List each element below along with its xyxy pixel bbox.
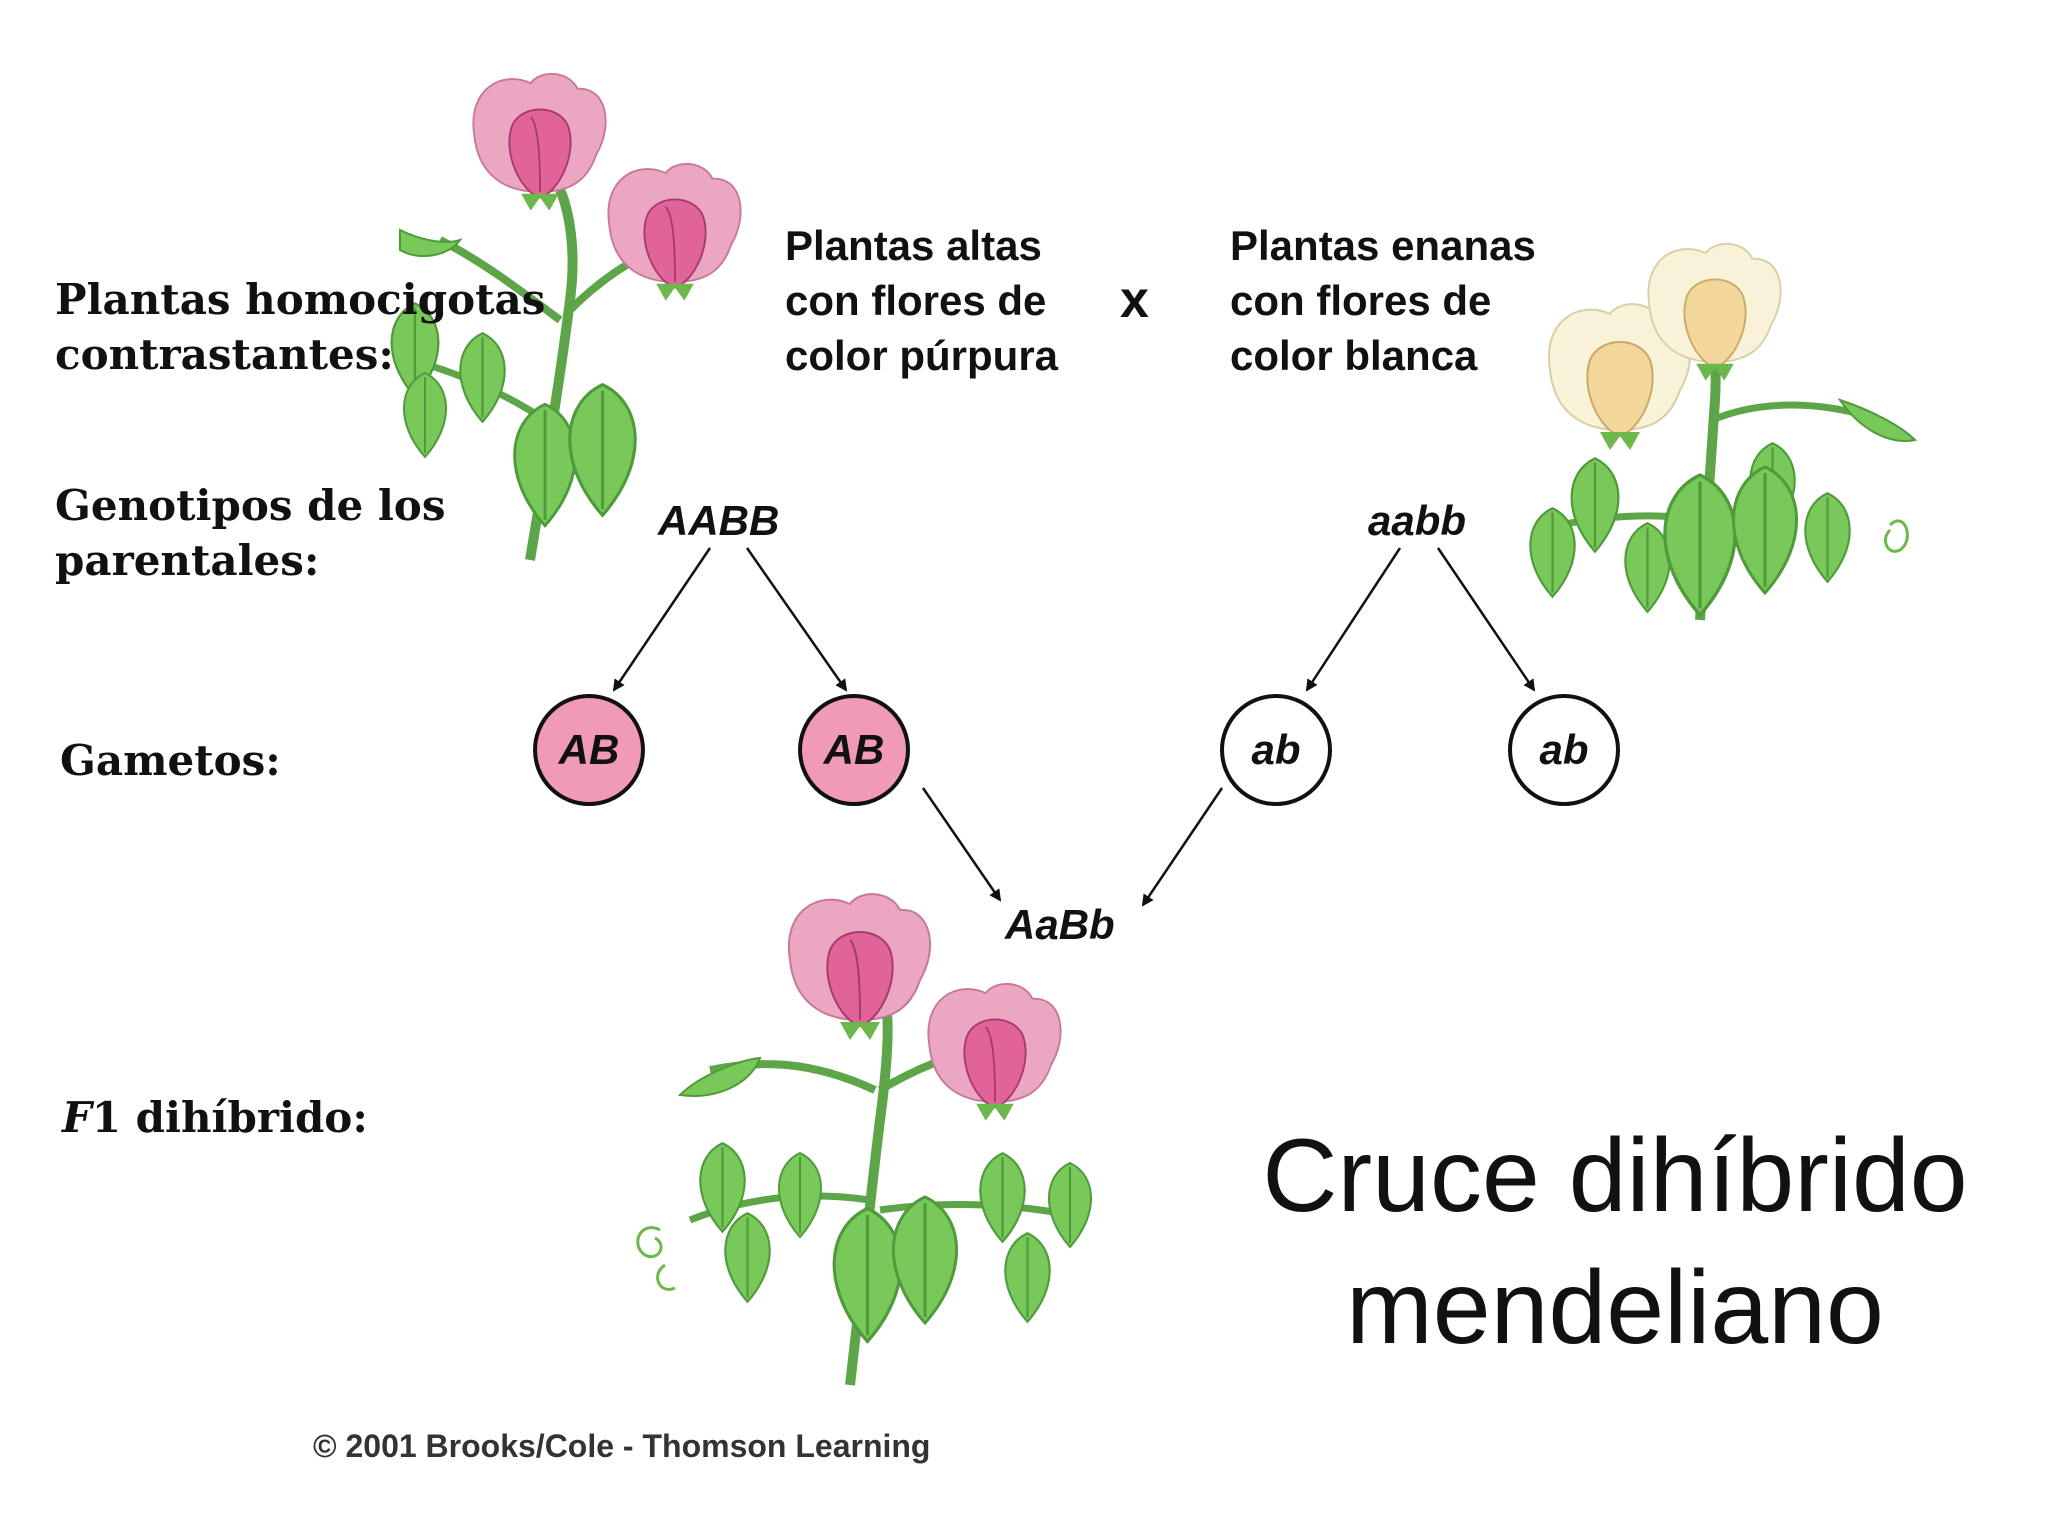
slide-title: Cruce dihíbrido mendeliano: [1220, 1110, 2010, 1374]
pea-plant-f1-illustration: [636, 893, 1093, 1386]
parent-right-description-line-1: Plantas enanas: [1230, 222, 1536, 269]
parent-left-description-line-1: Plantas altas: [785, 222, 1042, 269]
slide-title-line-1: Cruce dihíbrido: [1262, 1118, 1968, 1234]
pea-plant-purple-illustration: [390, 72, 742, 561]
parent-left-genotype: AABB: [658, 497, 780, 544]
parent-left-description: Plantas altas con flores de color púrpur…: [785, 218, 1058, 383]
parent-right-genotype: aabb: [1368, 497, 1467, 544]
arrow-aabb-left-to-gamete-2: [745, 547, 848, 692]
row-label-f1: F1 dihíbrido:: [62, 1090, 368, 1145]
gamete-right-1: ab: [1220, 694, 1332, 806]
row-label-genotypes: Genotipos de los parentales:: [55, 478, 445, 588]
parent-right-description-line-3: color blanca: [1230, 332, 1478, 379]
parent-right-description: Plantas enanas con flores de color blanc…: [1230, 218, 1536, 383]
row-label-parents-line-1: Plantas homocigotas: [55, 275, 546, 324]
row-label-f1-rest: 1 dihíbrido:: [91, 1093, 368, 1142]
row-label-f1-italic: F: [62, 1093, 92, 1142]
parent-left-description-line-2: con flores de: [785, 277, 1047, 324]
row-label-genotypes-line-1: Genotipos de los: [55, 481, 446, 530]
row-label-genotypes-line-2: parentales:: [55, 536, 320, 585]
arrow-aabb-right-to-gamete-1: [1305, 547, 1402, 692]
cross-symbol: x: [1120, 271, 1149, 329]
slide-title-line-2: mendeliano: [1346, 1250, 1884, 1366]
gamete-right-2: ab: [1508, 694, 1620, 806]
arrow-gamete-to-f1-right: [1141, 787, 1224, 907]
parent-right-description-line-2: con flores de: [1230, 277, 1492, 324]
arrow-aabb-right-to-gamete-2: [1436, 547, 1536, 692]
row-label-parents-line-2: contrastantes:: [55, 330, 394, 379]
row-label-parents: Plantas homocigotas contrastantes:: [55, 272, 545, 382]
pea-plant-white-illustration: [1529, 242, 1918, 621]
row-label-gametes: Gametos:: [60, 736, 281, 785]
arrow-aabb-left-to-gamete-1: [612, 547, 712, 692]
parent-left-description-line-3: color púrpura: [785, 332, 1059, 379]
gamete-left-2: AB: [798, 694, 910, 806]
f1-genotype: AaBb: [1005, 901, 1115, 948]
gamete-left-1: AB: [533, 694, 645, 806]
copyright-notice: © 2001 Brooks/Cole - Thomson Learning: [313, 1428, 931, 1464]
arrow-gamete-to-f1-left: [921, 787, 1002, 902]
